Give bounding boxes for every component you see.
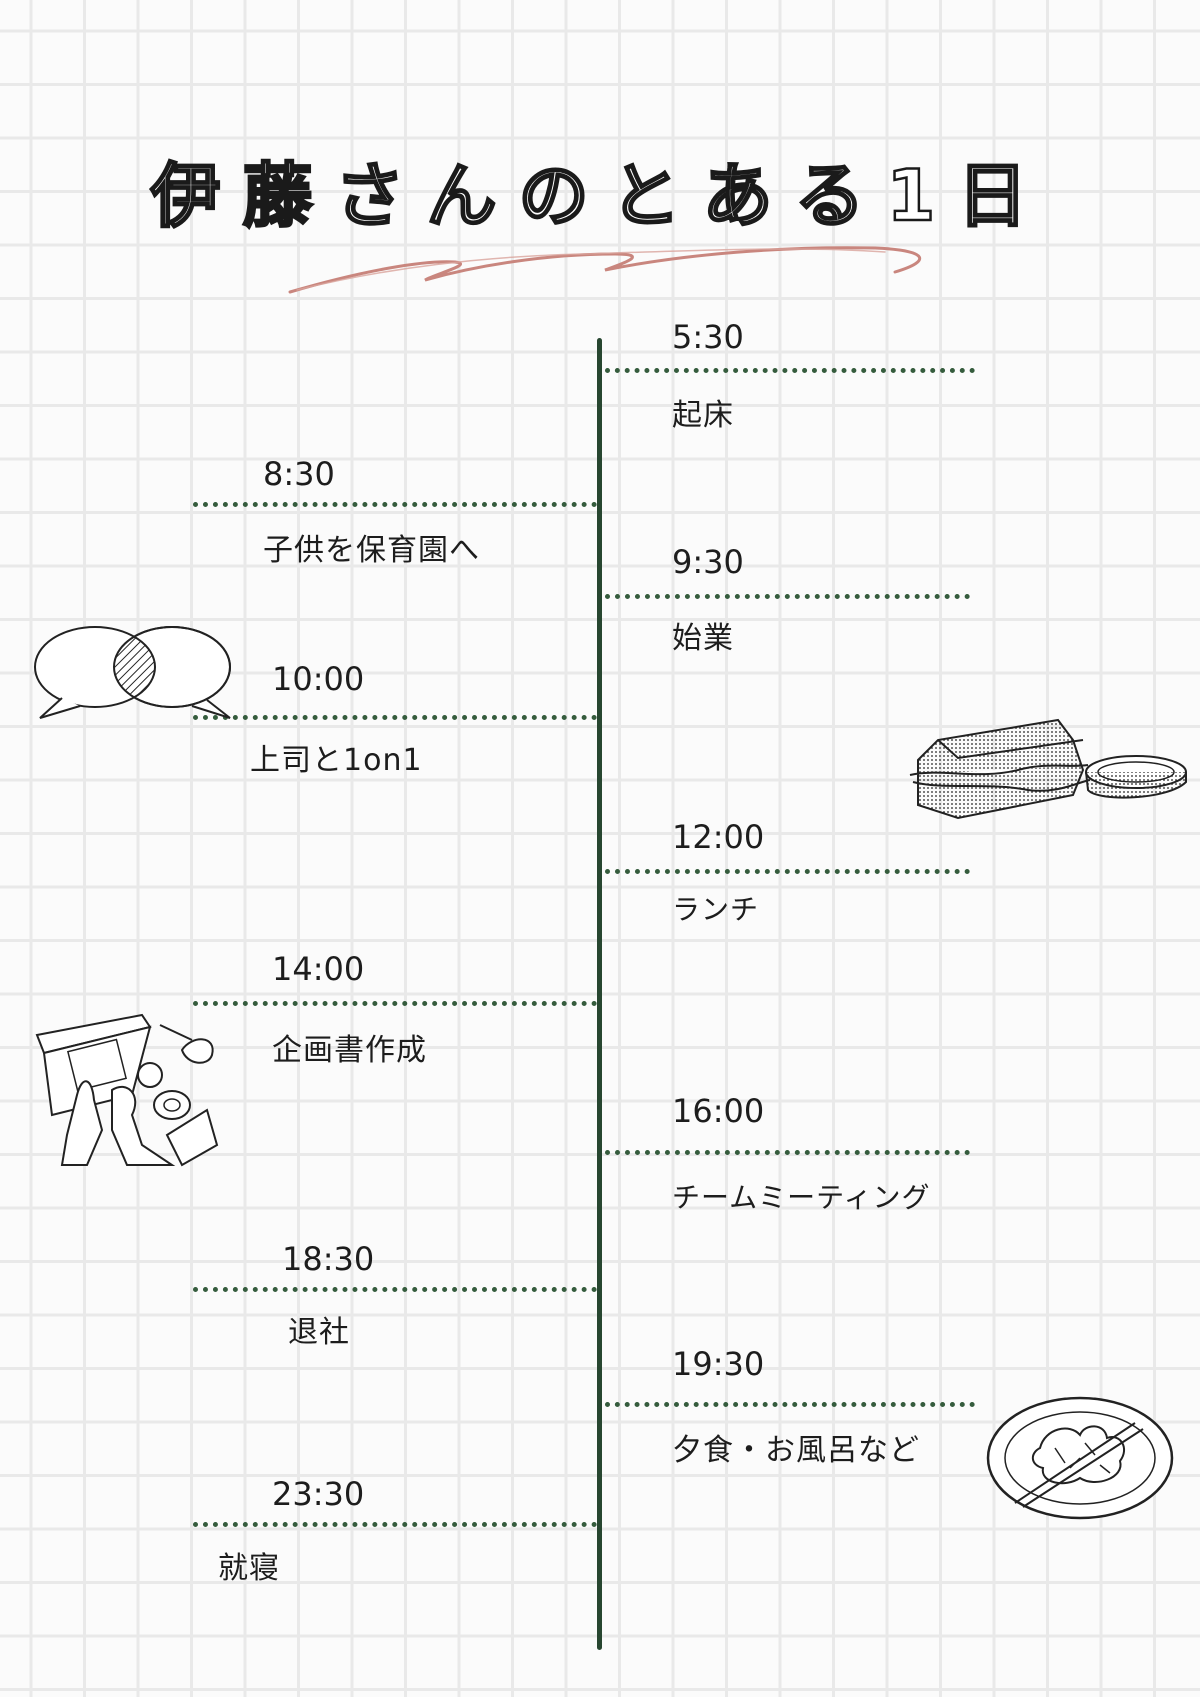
activity-label: 子供を保育園へ <box>263 533 480 568</box>
dotted-connector <box>605 368 975 373</box>
activity-label: 上司と1on1 <box>250 743 423 778</box>
dotted-connector <box>605 1402 975 1407</box>
speech-bubbles-icon <box>34 626 231 719</box>
time-label: 18:30 <box>282 1240 375 1278</box>
dotted-connector <box>193 1522 597 1527</box>
time-label: 16:00 <box>672 1092 765 1130</box>
activity-label: 企画書作成 <box>272 1033 427 1068</box>
title-underline-swash <box>288 246 921 294</box>
dotted-connector <box>605 1150 970 1155</box>
dotted-connector <box>605 869 970 874</box>
time-label: 8:30 <box>263 455 335 493</box>
page-title: 伊藤さんのとある1日 <box>149 154 1050 239</box>
time-label: 19:30 <box>672 1345 765 1383</box>
timeline-axis <box>597 338 602 1650</box>
dotted-connector <box>605 594 970 599</box>
time-label: 10:00 <box>272 660 365 698</box>
dotted-connector <box>193 1287 597 1292</box>
dotted-connector <box>193 502 597 507</box>
time-label: 12:00 <box>672 818 765 856</box>
activity-label: 始業 <box>672 621 734 656</box>
sandwich-icon <box>909 718 1187 820</box>
activity-label: 就寝 <box>218 1551 280 1586</box>
activity-label: 退社 <box>288 1315 350 1350</box>
activity-label: チームミーティング <box>672 1181 931 1214</box>
dotted-connector <box>193 715 597 720</box>
time-label: 9:30 <box>672 543 744 581</box>
time-label: 23:30 <box>272 1475 365 1513</box>
time-label: 5:30 <box>672 318 744 356</box>
laptop-desk-icon <box>35 1013 219 1167</box>
activity-label: ランチ <box>672 893 760 926</box>
dotted-connector <box>193 1001 597 1006</box>
dinner-plate-icon <box>986 1396 1174 1520</box>
time-label: 14:00 <box>272 950 365 988</box>
activity-label: 起床 <box>672 398 734 433</box>
activity-label: 夕食・お風呂など <box>672 1433 920 1468</box>
